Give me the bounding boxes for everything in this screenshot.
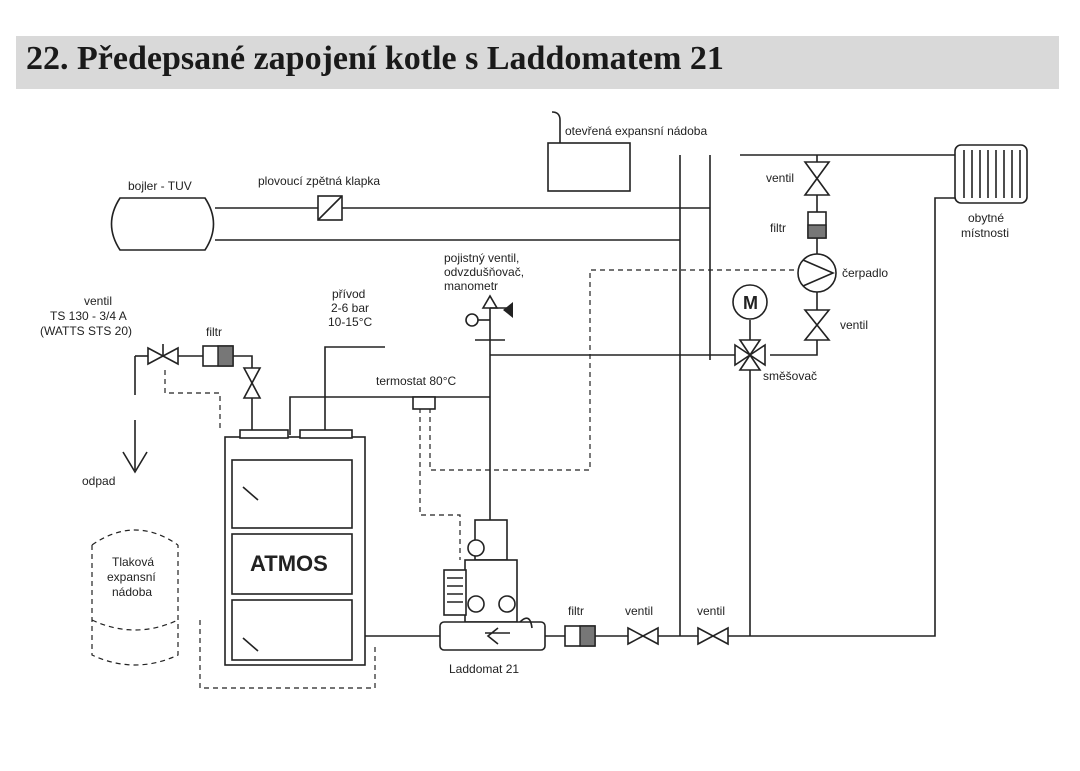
boiler-brand-label: ATMOS	[250, 551, 328, 576]
laddomat-unit	[439, 519, 546, 651]
valve-right-top-icon	[803, 161, 831, 196]
dashed-lines	[91, 269, 795, 689]
filter-top-label: filtr	[206, 325, 222, 339]
safety-label-1: pojistný ventil,	[444, 251, 519, 265]
boiler-tuv-label: bojler - TUV	[128, 179, 192, 193]
atmos-boiler	[224, 429, 366, 666]
supply-label-1: přívod	[332, 287, 365, 301]
safety-valve-group-icon	[465, 294, 513, 327]
rooms-label-2: místnosti	[961, 226, 1009, 240]
pressure-tank-label-1: Tlaková	[112, 555, 154, 569]
page-title: 22. Předepsané zapojení kotle s Laddomat…	[26, 40, 724, 77]
title-bar: 22. Předepsané zapojení kotle s Laddomat…	[16, 36, 1059, 89]
expansion-open-label: otevřená expansní nádoba	[565, 124, 707, 138]
supply-label-3: 10-15°C	[328, 315, 372, 329]
mixer-label: směšovač	[763, 369, 817, 383]
thermostat-label: termostat 80°C	[376, 374, 456, 388]
ts130-label-3: (WATTS STS 20)	[40, 324, 132, 338]
pressure-tank-label-2: expansní	[107, 570, 156, 584]
motor-label: M	[743, 293, 758, 313]
filter-bottom-label: filtr	[568, 604, 584, 618]
safety-label-3: manometr	[444, 279, 498, 293]
ts130-label-2: TS 130 - 3/4 A	[50, 309, 127, 323]
valve-right-bottom-label: ventil	[840, 318, 868, 332]
laddomat-label: Laddomat 21	[449, 662, 519, 676]
supply-label-2: 2-6 bar	[331, 301, 369, 315]
valve-bottom-1-icon	[627, 626, 659, 646]
motor-icon	[732, 284, 768, 320]
filter-top-icon	[202, 345, 234, 367]
filter-bottom-icon	[564, 625, 596, 647]
rooms-label-1: obytné	[968, 211, 1004, 225]
mixing-valve-icon	[734, 339, 766, 371]
valve-ts130-icon	[147, 344, 179, 366]
safety-label-2: odvzdušňovač,	[444, 265, 524, 279]
valve-bottom-2-label: ventil	[697, 604, 725, 618]
check-valve-label: plovoucí zpětná klapka	[258, 174, 380, 188]
filter-right-icon	[807, 211, 827, 239]
valve-boiler-inlet-icon	[242, 367, 262, 399]
waste-label: odpad	[82, 474, 115, 488]
boiler-tuv-tank	[110, 197, 215, 251]
pressure-tank-label-3: nádoba	[112, 585, 152, 599]
ts130-label-1: ventil	[84, 294, 112, 308]
pump-label: čerpadlo	[842, 266, 888, 280]
open-expansion-tank	[547, 142, 631, 192]
thermostat-sensor	[412, 396, 436, 410]
valve-bottom-2-icon	[697, 626, 729, 646]
pump-icon	[797, 253, 837, 293]
check-valve-icon	[317, 195, 343, 221]
radiator-icon	[954, 144, 1028, 204]
filter-right-label: filtr	[770, 221, 786, 235]
valve-bottom-1-label: ventil	[625, 604, 653, 618]
valve-right-bottom-icon	[803, 309, 831, 341]
valve-right-top-label: ventil	[766, 171, 794, 185]
